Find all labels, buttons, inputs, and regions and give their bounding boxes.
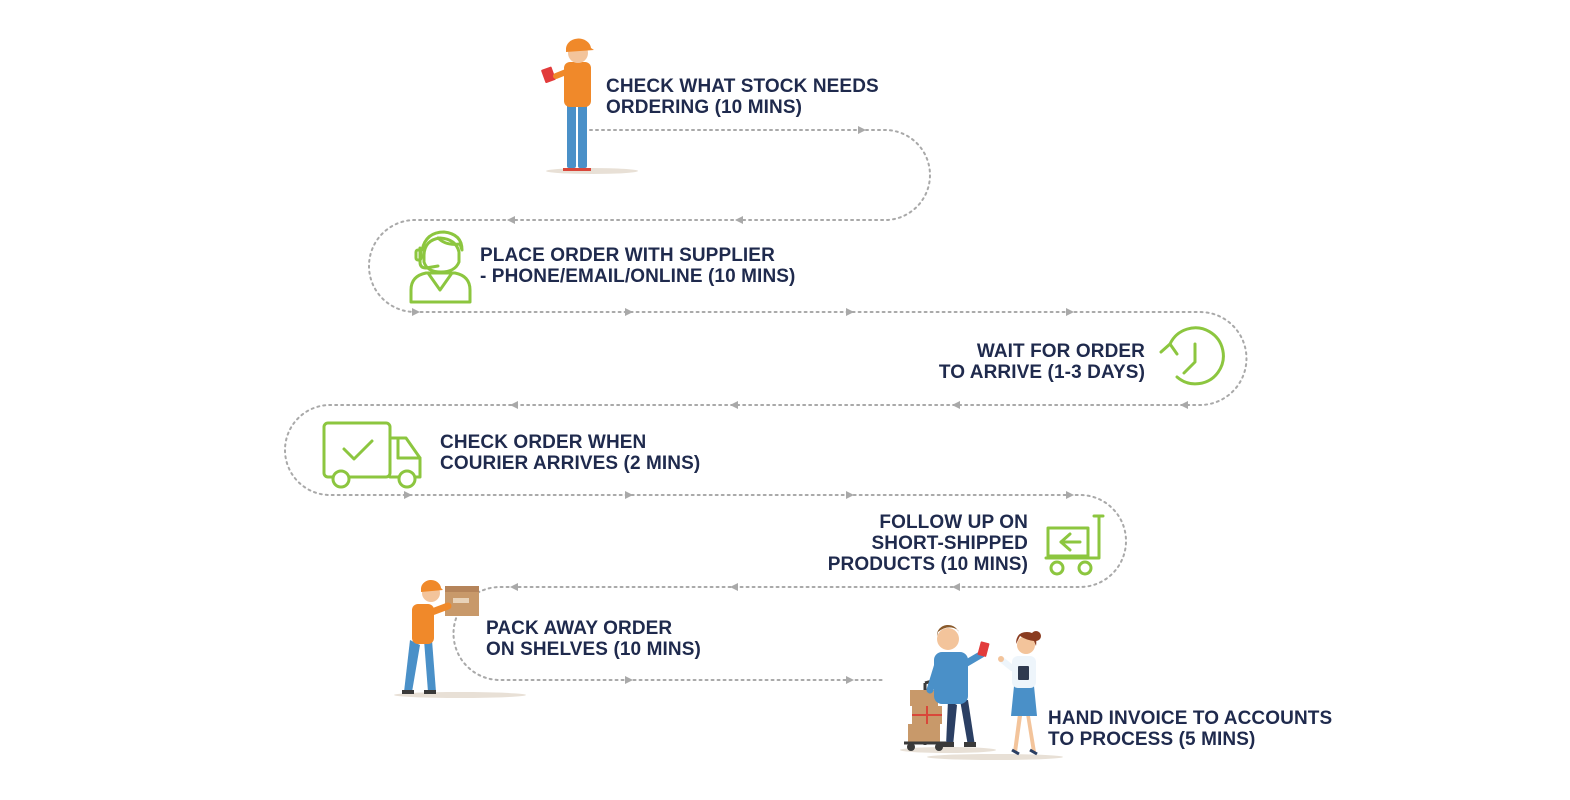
worker-carrying-box-icon [394, 579, 526, 698]
arrow-right [846, 491, 854, 499]
flow-arrows [404, 126, 1188, 684]
headset-operator-icon [409, 230, 472, 304]
step-5-line-3: PRODUCTS (10 MINS) [827, 554, 1028, 575]
clock-icon [1159, 326, 1225, 386]
step-3-line-1: WAIT FOR ORDER [976, 341, 1145, 362]
step-5-line-1: FOLLOW UP ON [879, 512, 1028, 533]
step-2-line-2: - PHONE/EMAIL/ONLINE (10 MINS) [480, 266, 796, 287]
return-cart-icon [1044, 514, 1105, 576]
arrow-right [1066, 491, 1074, 499]
arrow-left [730, 583, 738, 591]
arrow-right [846, 676, 854, 684]
step-2-line-1: PLACE ORDER WITH SUPPLIER [480, 245, 775, 266]
arrow-left [1180, 401, 1188, 409]
step-6-label: PACK AWAY ORDER ON SHELVES (10 MINS) [486, 618, 701, 660]
step-4-label: CHECK ORDER WHEN COURIER ARRIVES (2 MINS… [440, 432, 700, 474]
step-6-line-2: ON SHELVES (10 MINS) [486, 639, 701, 660]
step-4-line-1: CHECK ORDER WHEN [440, 432, 647, 453]
arrow-right [625, 676, 633, 684]
arrow-right [846, 308, 854, 316]
step-3-line-2: TO ARRIVE (1-3 DAYS) [938, 362, 1145, 383]
step-5-label: FOLLOW UP ON SHORT-SHIPPED PRODUCTS (10 … [828, 512, 1028, 575]
arrow-right [625, 308, 633, 316]
arrow-left [952, 401, 960, 409]
step-3-label: WAIT FOR ORDER TO ARRIVE (1-3 DAYS) [939, 341, 1145, 383]
arrow-right [404, 491, 412, 499]
arrow-right [625, 491, 633, 499]
dotted-flow-path [284, 129, 1248, 681]
arrow-right [858, 126, 866, 134]
arrow-left [510, 583, 518, 591]
step-1-label: CHECK WHAT STOCK NEEDS ORDERING (10 MINS… [606, 76, 879, 118]
step-7-label: HAND INVOICE TO ACCOUNTS TO PROCESS (5 M… [1048, 708, 1332, 750]
step-6-line-1: PACK AWAY ORDER [486, 618, 673, 639]
arrow-left [952, 583, 960, 591]
step-5-line-2: SHORT-SHIPPED [871, 533, 1028, 554]
step-2-label: PLACE ORDER WITH SUPPLIER - PHONE/EMAIL/… [480, 245, 795, 287]
invoice-handover-icon [900, 624, 1063, 760]
step-1-line-1: CHECK WHAT STOCK NEEDS [606, 76, 879, 97]
arrow-left [730, 401, 738, 409]
arrow-right [1066, 308, 1074, 316]
step-1-line-2: ORDERING (10 MINS) [606, 97, 803, 118]
worker-clipboard-icon [541, 38, 638, 174]
delivery-truck-icon [322, 421, 422, 489]
step-4-line-2: COURIER ARRIVES (2 MINS) [440, 453, 701, 474]
arrow-right [412, 308, 420, 316]
arrow-left [735, 216, 743, 224]
step-7-line-2: TO PROCESS (5 MINS) [1048, 729, 1256, 750]
step-7-line-1: HAND INVOICE TO ACCOUNTS [1048, 708, 1333, 729]
arrow-left [510, 401, 518, 409]
arrow-left [507, 216, 515, 224]
